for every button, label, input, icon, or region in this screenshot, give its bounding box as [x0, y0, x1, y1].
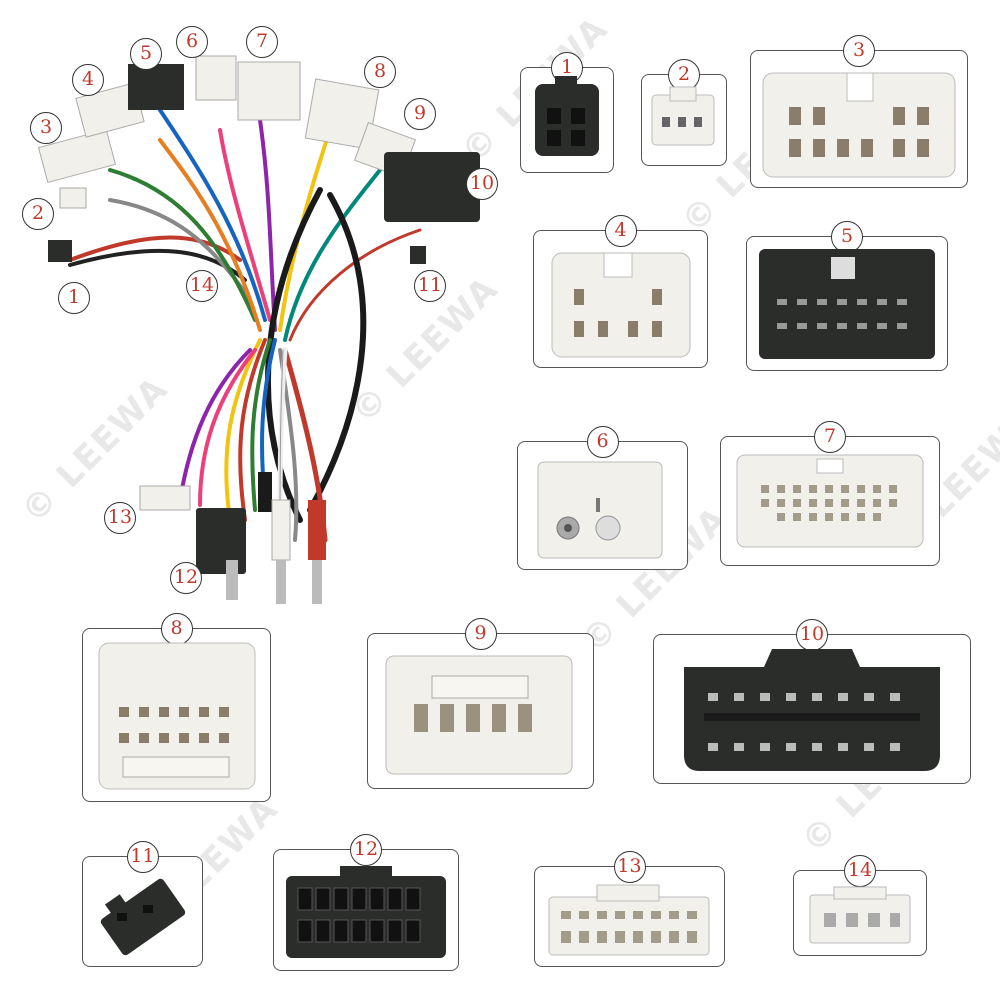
connector-9-image: [385, 655, 573, 775]
connector-8-image: [98, 642, 256, 790]
photo-label-4: 4: [72, 64, 104, 96]
connector-panel-9: 9: [367, 618, 594, 789]
connector-3-image: [762, 72, 956, 178]
connector-panel-6: 6: [517, 426, 688, 570]
connector-panel-11: 11: [82, 841, 203, 967]
connector-1-image: [535, 76, 599, 156]
connector-panel-12: 12: [273, 834, 459, 971]
connector-label-5: 5: [831, 221, 863, 253]
photo-label-8: 8: [364, 56, 396, 88]
connector-panel-1: 1: [520, 52, 614, 173]
connector-panel-10: 10: [653, 619, 971, 784]
photo-label-5: 5: [130, 38, 162, 70]
connector-label-4: 4: [604, 215, 637, 247]
connector-4-image: [551, 252, 691, 358]
wire-harness-photo: [37, 55, 480, 604]
connector-12-image: [286, 866, 446, 958]
connector-label-14: 14: [844, 855, 876, 887]
connector-panel-3: 3: [750, 35, 968, 188]
connector-14-image: [809, 886, 911, 944]
connector-2-image: [651, 86, 715, 146]
connector-label-3: 3: [843, 35, 875, 67]
connector-panel-14: 14: [793, 855, 927, 956]
photo-label-1: 1: [58, 282, 90, 314]
photo-label-7: 7: [246, 26, 278, 58]
photo-label-3: 3: [30, 112, 62, 144]
photo-label-13: 13: [104, 502, 136, 534]
connector-label-11: 11: [126, 841, 159, 873]
connector-label-13: 13: [613, 851, 646, 883]
photo-label-12: 12: [170, 562, 202, 594]
photo-label-11: 11: [414, 270, 446, 302]
connector-6-image: [537, 461, 663, 559]
connector-panel-5: 5: [746, 221, 948, 371]
photo-label-2: 2: [22, 198, 54, 230]
connector-label-9: 9: [464, 618, 497, 650]
photo-label-10: 10: [466, 168, 498, 200]
photo-label-9: 9: [404, 98, 436, 130]
photo-label-14: 14: [186, 270, 218, 302]
connector-label-6: 6: [586, 426, 619, 458]
connector-panel-4: 4: [533, 215, 708, 368]
connector-5-image: [759, 249, 935, 359]
connector-panel-2: 2: [641, 59, 727, 166]
photo-label-6: 6: [176, 26, 208, 58]
connector-13-image: [548, 884, 710, 956]
connector-10-image: [684, 649, 940, 771]
connector-7-image: [736, 454, 924, 548]
connector-label-12: 12: [350, 834, 382, 866]
connector-label-10: 10: [796, 619, 828, 651]
connector-label-7: 7: [814, 421, 846, 453]
connector-panel-13: 13: [534, 851, 725, 967]
connector-11-image: [100, 878, 186, 956]
connector-panel-8: 8: [82, 613, 271, 802]
connector-panel-7: 7: [720, 421, 940, 566]
